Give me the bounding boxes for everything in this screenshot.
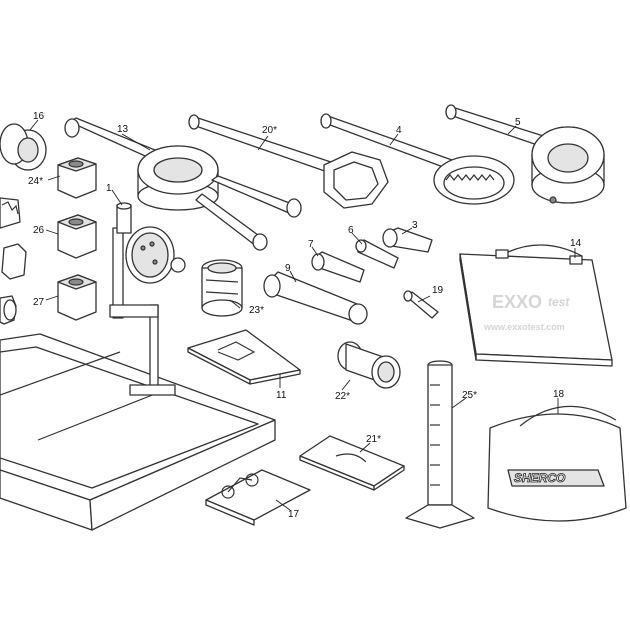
case-brand-url: www.exxotest.com [483, 322, 565, 332]
label-14: 14 [570, 238, 582, 249]
label-6: 6 [348, 225, 354, 236]
label-18: 18 [553, 389, 565, 400]
label-27: 27 [33, 297, 45, 308]
label-4: 4 [396, 125, 402, 136]
label-13: 13 [117, 124, 129, 135]
label-23: 23* [249, 305, 264, 316]
label-3: 3 [412, 220, 418, 231]
label-9: 9 [285, 263, 291, 274]
measuring-cylinder [405, 360, 475, 529]
label-24: 24* [28, 176, 43, 187]
label-17: 17 [288, 509, 300, 520]
valve-tool [403, 290, 439, 319]
shafts [263, 239, 399, 325]
tool-case: EXXO test www.exxotest.com [459, 244, 613, 367]
spacer-plate [299, 435, 405, 491]
socket-driver [337, 341, 401, 389]
leader-lines [29, 119, 576, 511]
pin-tool [382, 227, 433, 253]
label-22: 22* [335, 391, 350, 402]
bag-brand-sherco: SHERCO [514, 471, 566, 485]
label-11: 11 [276, 390, 287, 401]
spanner-wrench [188, 114, 389, 209]
gauge-plate [187, 329, 301, 385]
spring-sleeve [201, 259, 243, 317]
tool-bag: SHERCO [487, 405, 627, 522]
part-labels: 16 13 1 24* 26 27 20* 4 5 3 6 7 9 23* 11… [28, 111, 582, 520]
clamp-puller [64, 117, 302, 251]
c-spanner [320, 113, 515, 205]
engine-stand [109, 202, 186, 396]
label-20: 20* [262, 125, 277, 136]
label-5: 5 [515, 117, 521, 128]
left-edge-parts [0, 123, 97, 325]
flywheel-holder [445, 104, 605, 204]
label-19: 19 [432, 285, 444, 296]
label-16: 16 [33, 111, 45, 122]
drain-tray [0, 333, 276, 531]
label-21: 21* [366, 434, 381, 445]
label-1: 1 [106, 183, 112, 194]
label-7: 7 [308, 239, 314, 250]
label-25: 25* [462, 390, 477, 401]
case-brand-test: test [548, 295, 570, 309]
case-brand-exxo: EXXO [492, 292, 542, 312]
manual-book [205, 469, 311, 526]
label-26: 26 [33, 225, 45, 236]
